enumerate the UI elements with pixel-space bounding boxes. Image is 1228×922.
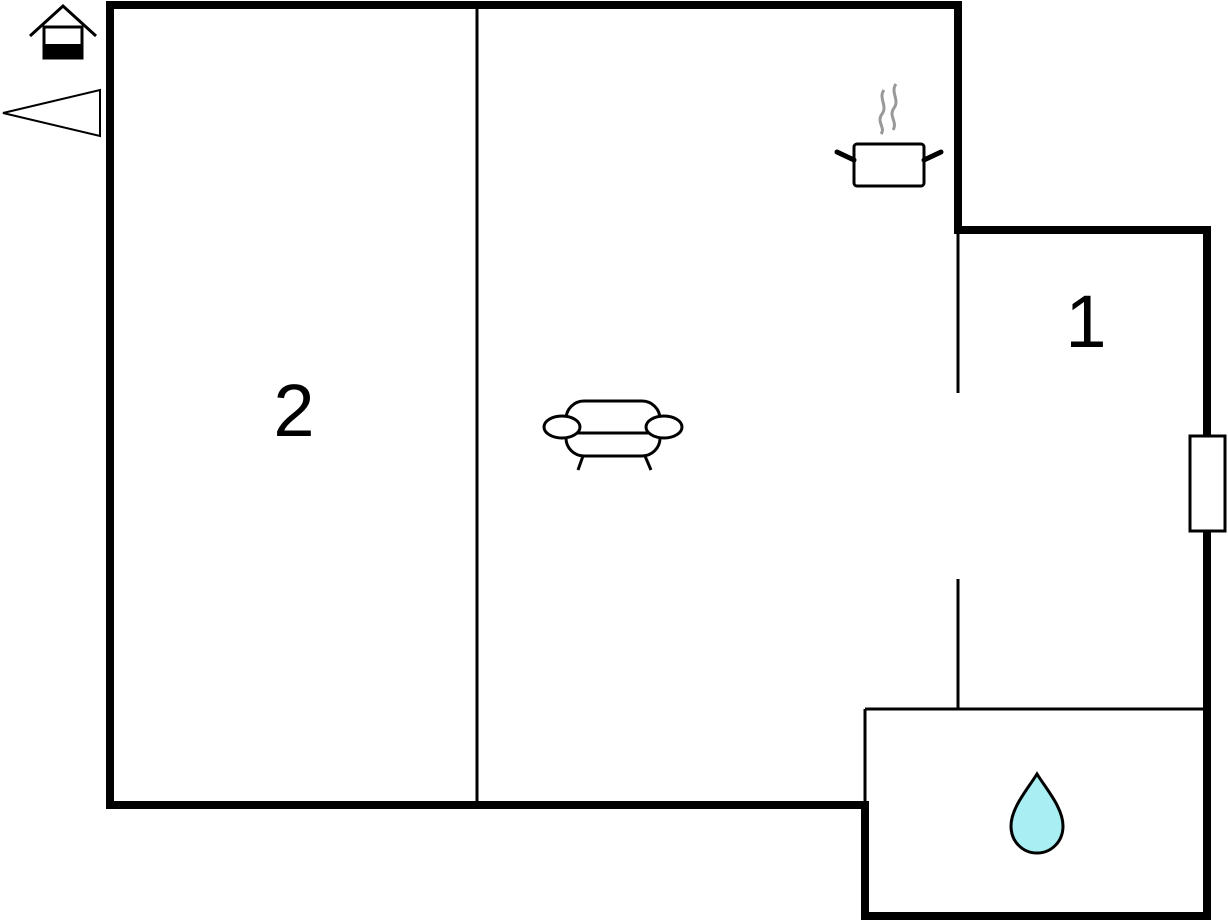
window-icon (1188, 434, 1227, 533)
cooking-pot-icon (834, 83, 944, 188)
sofa-icon (542, 399, 684, 471)
compass-pointer-icon (2, 88, 101, 138)
water-drop-icon (1009, 771, 1065, 855)
room-label-1: 1 (1065, 280, 1106, 363)
room-label-2: 2 (273, 369, 314, 452)
house-entrance-icon (28, 3, 98, 60)
outer-wall (106, 1, 1211, 920)
